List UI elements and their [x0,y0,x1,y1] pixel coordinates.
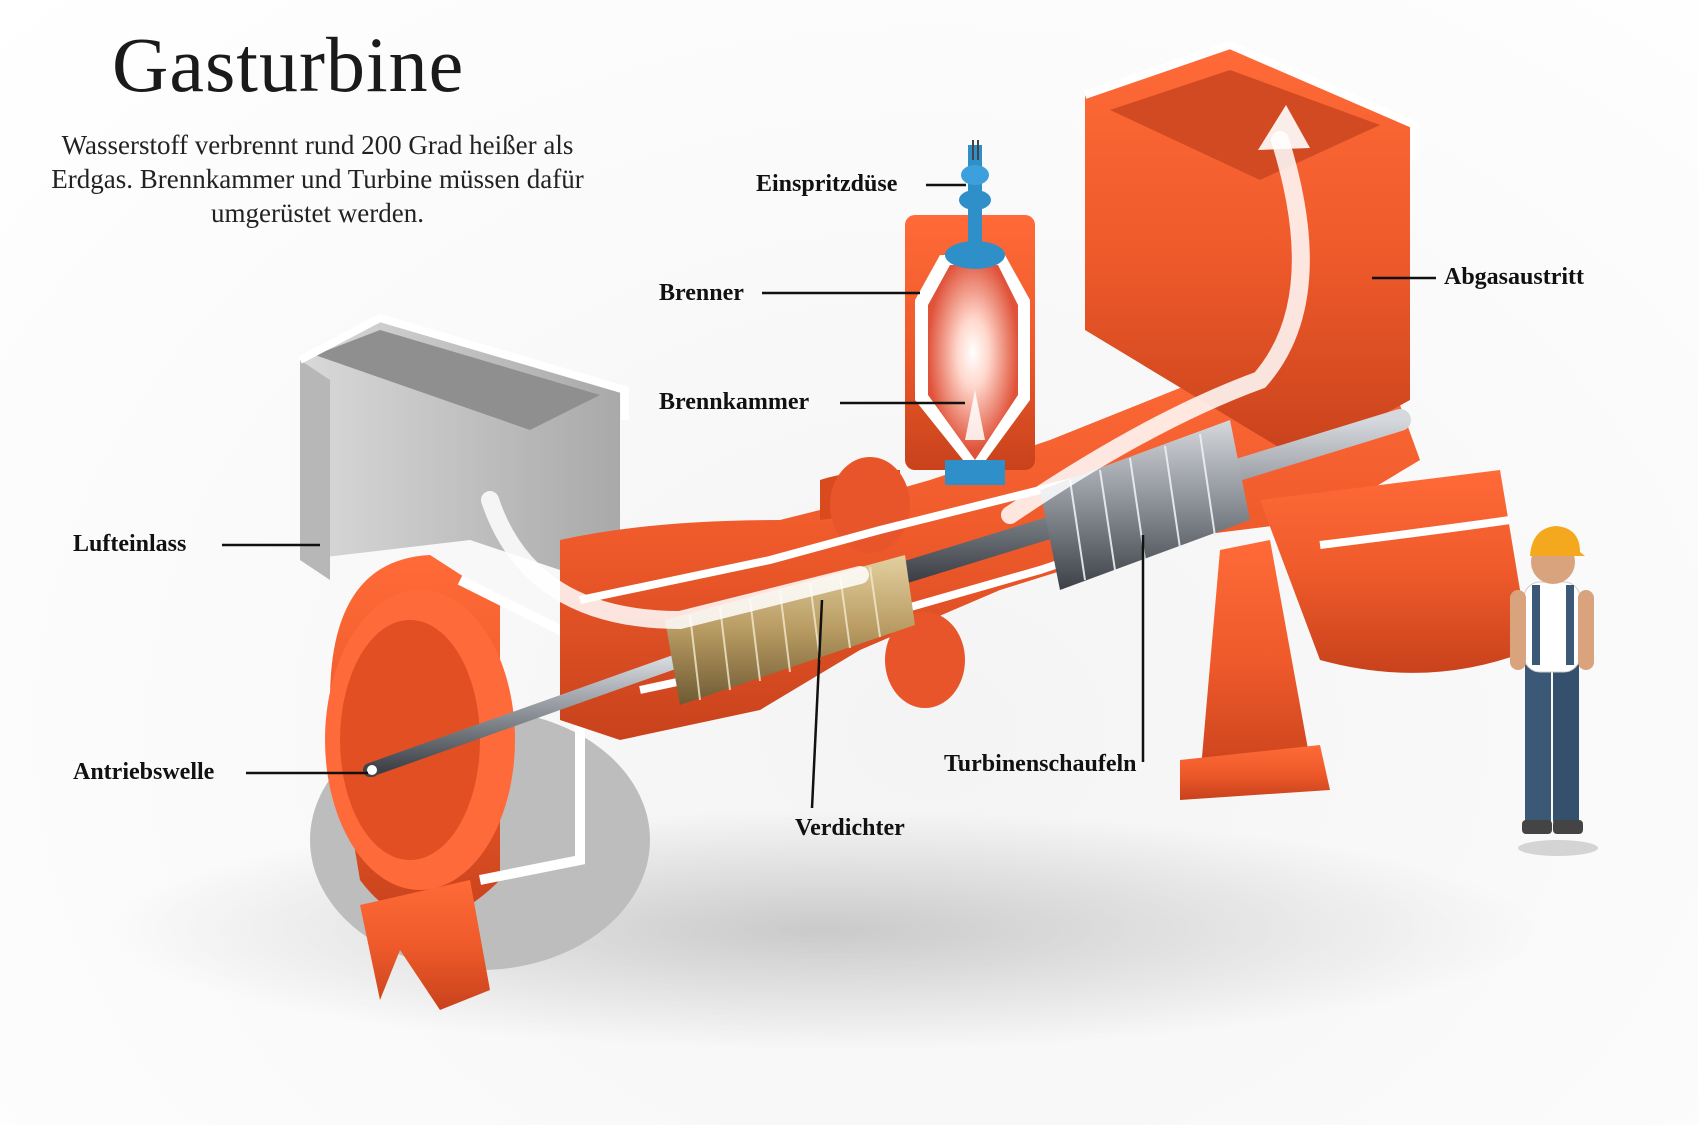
label-einspritzduese: Einspritzdüse [756,171,898,197]
exhaust-housing [1083,40,1530,673]
air-inlet-housing [298,313,629,590]
support-stands [360,540,1330,1010]
turbine-rotor [1040,420,1250,590]
injector-nozzle [945,140,1005,269]
compressor-rotor [665,555,915,705]
leader-lines [222,183,1436,809]
label-brennkammer: Brennkammer [659,389,810,415]
page-subtitle: Wasserstoff verbrennt rund 200 Grad heiß… [51,130,584,228]
label-antriebswelle: Antriebswelle [73,759,215,785]
worker-figure [1510,526,1598,856]
burner-column [905,215,1035,485]
label-lufteinlass: Lufteinlass [73,531,187,557]
exhaust-arrow-head [1258,105,1310,150]
label-abgasaustritt: Abgasaustritt [1444,264,1585,290]
page-title: Gasturbine [112,21,465,108]
airflow-arrows [481,131,1310,630]
label-turbinenschaufeln: Turbinenschaufeln [944,751,1137,777]
label-brenner: Brenner [659,280,744,306]
label-verdichter: Verdichter [795,815,905,841]
